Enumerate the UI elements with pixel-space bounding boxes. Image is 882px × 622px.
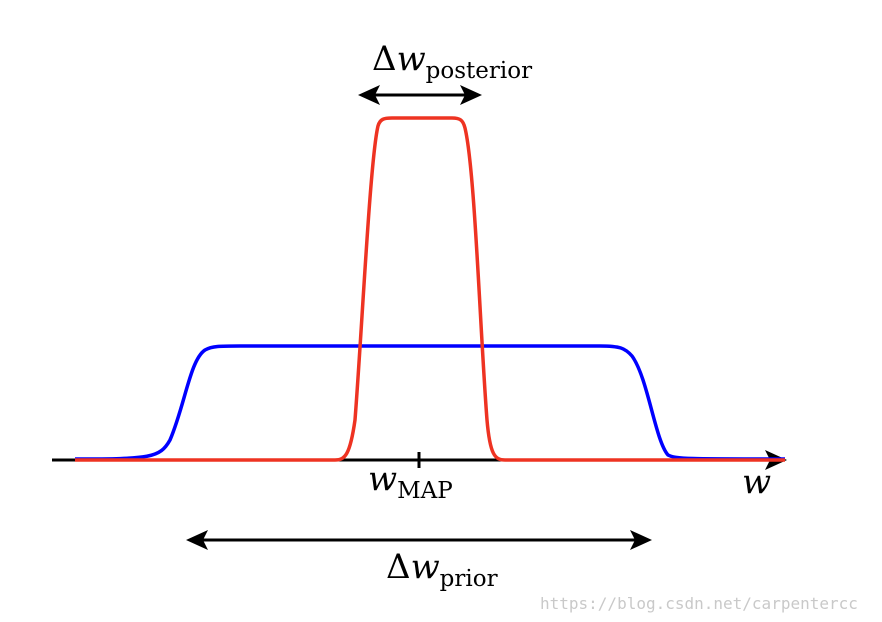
delta-prior-delta: Δ bbox=[386, 547, 411, 587]
delta-posterior-delta: Δ bbox=[372, 39, 397, 79]
delta-prior-sub: prior bbox=[440, 566, 498, 592]
delta-prior-var: w bbox=[411, 547, 440, 587]
delta-posterior-arrow-right-head bbox=[460, 85, 482, 105]
delta-prior-arrow-right-head bbox=[630, 530, 652, 550]
posterior-curve bbox=[75, 116, 785, 462]
delta-posterior-arrow-left-head bbox=[358, 85, 380, 105]
prior-curve bbox=[74, 344, 786, 461]
delta-posterior-label: Δwposterior bbox=[372, 39, 532, 84]
w-map-label: wMAP bbox=[368, 459, 453, 504]
delta-prior-arrow-left-head bbox=[186, 530, 208, 550]
w-map-var: w bbox=[368, 459, 397, 499]
delta-posterior-var: w bbox=[397, 39, 426, 79]
w-map-sub: MAP bbox=[397, 478, 453, 504]
w-axis-label: w bbox=[742, 462, 771, 502]
watermark-text: https://blog.csdn.net/carpentercc bbox=[540, 594, 858, 613]
delta-posterior-sub: posterior bbox=[426, 58, 532, 84]
delta-prior-label: Δwprior bbox=[386, 547, 498, 592]
